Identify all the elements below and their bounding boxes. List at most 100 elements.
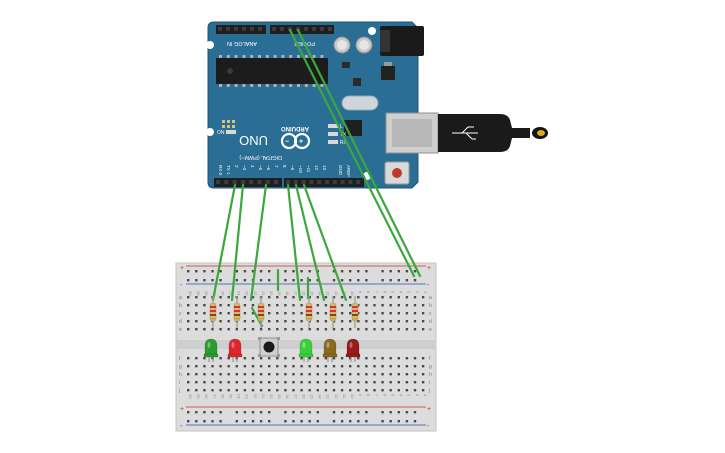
terminal-hole[interactable] <box>389 389 392 392</box>
rail-hole[interactable] <box>340 420 344 423</box>
terminal-hole[interactable] <box>316 296 319 299</box>
rail-hole[interactable] <box>219 420 222 423</box>
terminal-hole[interactable] <box>300 373 303 376</box>
rail-hole[interactable] <box>332 279 336 282</box>
usb-cable[interactable] <box>385 112 548 154</box>
rail-hole[interactable] <box>316 411 319 414</box>
terminal-hole[interactable] <box>284 373 287 376</box>
digital-pin[interactable] <box>293 180 298 184</box>
digital-pin[interactable] <box>317 180 322 184</box>
rail-hole[interactable] <box>268 411 271 414</box>
terminal-hole[interactable] <box>227 381 230 384</box>
terminal-hole[interactable] <box>251 312 255 315</box>
terminal-hole[interactable] <box>324 381 328 384</box>
terminal-hole[interactable] <box>187 312 190 315</box>
terminal-hole[interactable] <box>373 381 376 384</box>
rail-hole[interactable] <box>187 279 190 282</box>
led-green-2[interactable] <box>298 338 314 362</box>
terminal-hole[interactable] <box>340 365 344 368</box>
terminal-hole[interactable] <box>316 312 319 315</box>
terminal-hole[interactable] <box>195 373 198 376</box>
terminal-hole[interactable] <box>357 304 360 307</box>
terminal-hole[interactable] <box>284 328 287 331</box>
rail-hole[interactable] <box>357 270 360 273</box>
terminal-hole[interactable] <box>300 381 303 384</box>
terminal-hole[interactable] <box>308 357 311 360</box>
terminal-hole[interactable] <box>187 304 190 307</box>
terminal-hole[interactable] <box>219 381 222 384</box>
terminal-hole[interactable] <box>259 328 263 331</box>
terminal-hole[interactable] <box>316 365 319 368</box>
terminal-hole[interactable] <box>227 389 230 392</box>
rail-hole[interactable] <box>405 420 409 423</box>
rail-hole[interactable] <box>349 270 352 273</box>
rail-hole[interactable] <box>300 411 303 414</box>
wire-pin-to-led-red-1[interactable] <box>230 183 245 302</box>
terminal-hole[interactable] <box>300 357 303 360</box>
terminal-hole[interactable] <box>381 320 384 323</box>
terminal-hole[interactable] <box>227 357 230 360</box>
terminal-hole[interactable] <box>284 389 287 392</box>
digital-pin[interactable] <box>216 180 220 184</box>
terminal-hole[interactable] <box>381 296 384 299</box>
terminal-hole[interactable] <box>187 296 190 299</box>
terminal-hole[interactable] <box>300 312 303 315</box>
rail-hole[interactable] <box>195 411 198 414</box>
terminal-hole[interactable] <box>365 296 368 299</box>
terminal-hole[interactable] <box>365 389 368 392</box>
terminal-hole[interactable] <box>203 328 206 331</box>
rail-hole[interactable] <box>268 279 271 282</box>
terminal-hole[interactable] <box>324 373 328 376</box>
terminal-hole[interactable] <box>421 320 425 323</box>
terminal-hole[interactable] <box>284 312 287 315</box>
terminal-hole[interactable] <box>389 365 392 368</box>
rail-hole[interactable] <box>349 420 352 423</box>
terminal-hole[interactable] <box>308 328 311 331</box>
terminal-hole[interactable] <box>365 365 368 368</box>
terminal-hole[interactable] <box>284 357 287 360</box>
resistor[interactable] <box>209 296 217 328</box>
analog-pin[interactable] <box>218 27 222 31</box>
rail-hole[interactable] <box>292 411 295 414</box>
digital-pin[interactable] <box>340 180 345 184</box>
rail-hole[interactable] <box>187 411 190 414</box>
terminal-hole[interactable] <box>251 296 255 299</box>
terminal-hole[interactable] <box>268 320 271 323</box>
terminal-hole[interactable] <box>187 357 190 360</box>
digital-pin[interactable] <box>309 180 314 184</box>
rail-hole[interactable] <box>284 411 287 414</box>
terminal-hole[interactable] <box>324 357 328 360</box>
terminal-hole[interactable] <box>365 320 368 323</box>
led-amber[interactable] <box>322 338 338 362</box>
terminal-hole[interactable] <box>259 381 263 384</box>
rail-hole[interactable] <box>365 270 368 273</box>
terminal-hole[interactable] <box>373 312 376 315</box>
rail-hole[interactable] <box>413 279 417 282</box>
digital-pin[interactable] <box>348 180 353 184</box>
terminal-hole[interactable] <box>365 381 368 384</box>
terminal-hole[interactable] <box>373 296 376 299</box>
terminal-hole[interactable] <box>251 389 255 392</box>
rail-hole[interactable] <box>308 420 311 423</box>
digital-pin[interactable] <box>265 180 270 184</box>
rail-hole[interactable] <box>397 279 400 282</box>
terminal-hole[interactable] <box>405 365 409 368</box>
terminal-hole[interactable] <box>413 328 417 331</box>
terminal-hole[interactable] <box>332 389 336 392</box>
power-pin[interactable] <box>272 27 276 31</box>
rail-hole[interactable] <box>259 270 263 273</box>
terminal-hole[interactable] <box>276 365 279 368</box>
terminal-hole[interactable] <box>421 373 425 376</box>
terminal-hole[interactable] <box>195 381 198 384</box>
rail-hole[interactable] <box>397 270 400 273</box>
terminal-hole[interactable] <box>373 373 376 376</box>
terminal-hole[interactable] <box>259 365 263 368</box>
terminal-hole[interactable] <box>235 373 238 376</box>
terminal-hole[interactable] <box>268 373 271 376</box>
terminal-hole[interactable] <box>373 389 376 392</box>
terminal-hole[interactable] <box>349 296 352 299</box>
rail-hole[interactable] <box>235 270 238 273</box>
rail-hole[interactable] <box>292 270 295 273</box>
terminal-hole[interactable] <box>381 357 384 360</box>
terminal-hole[interactable] <box>332 381 336 384</box>
